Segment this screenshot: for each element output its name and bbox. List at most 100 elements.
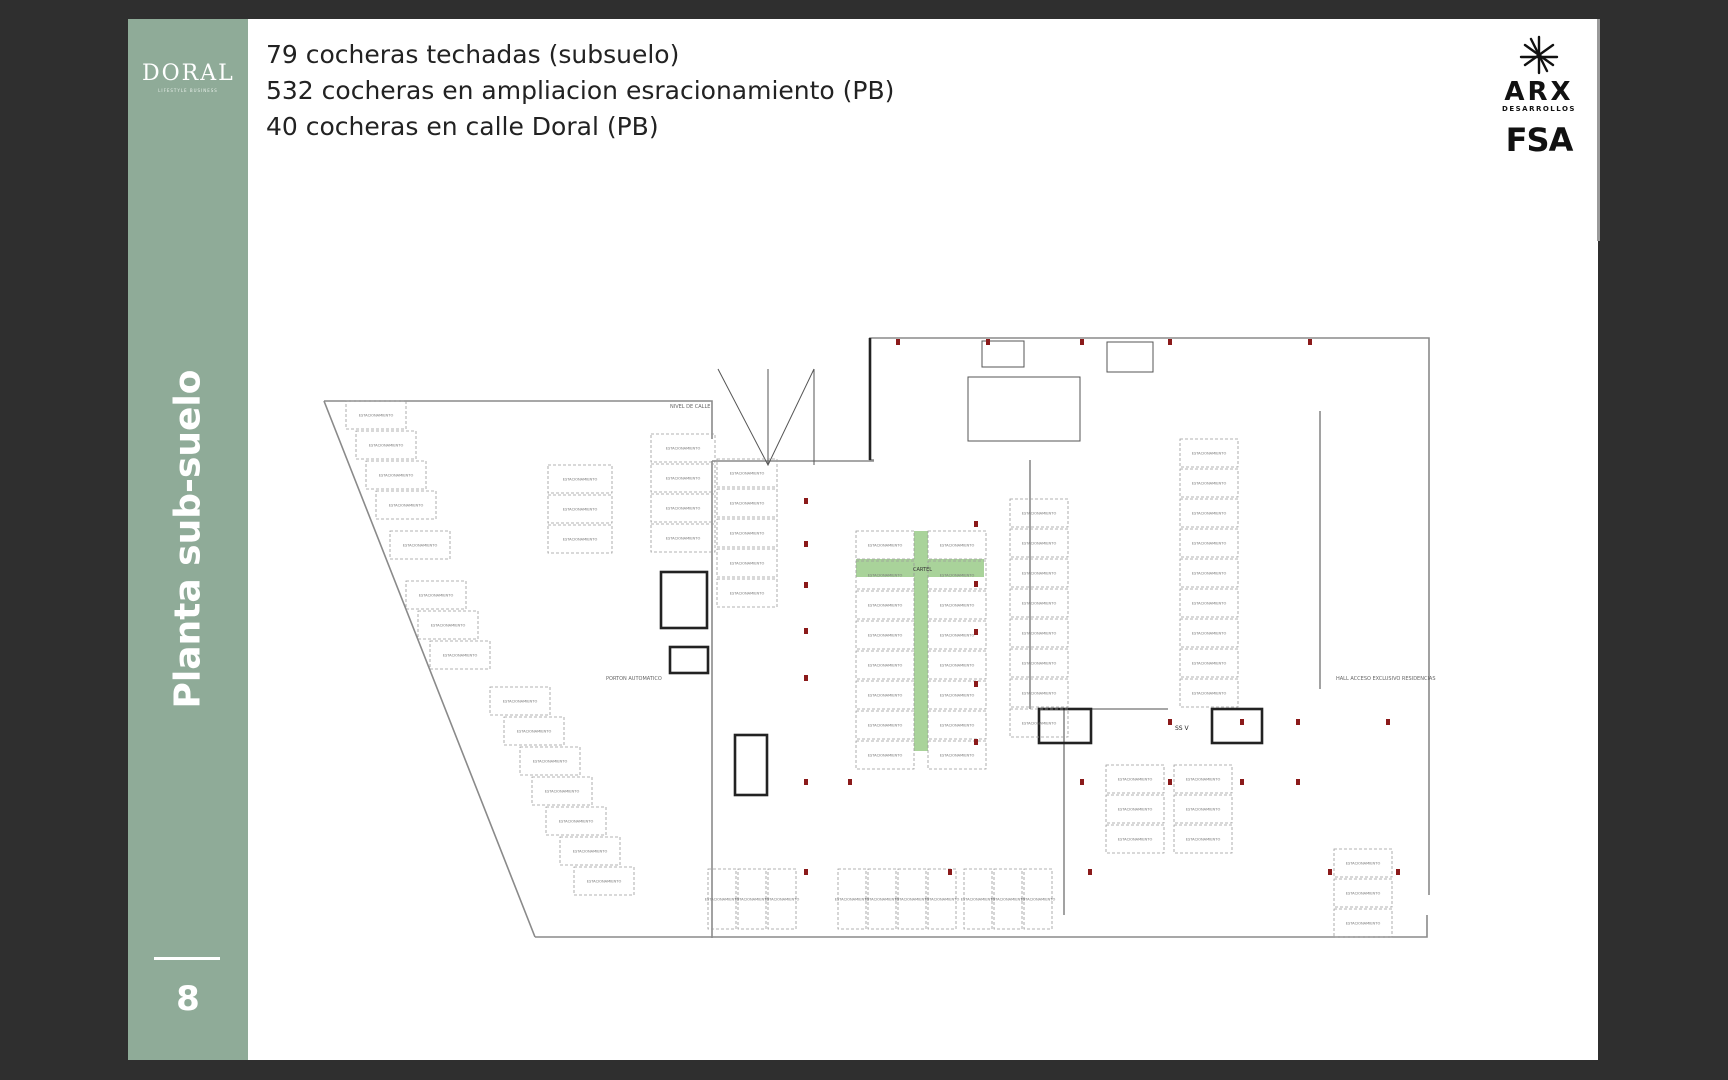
parking-space	[1009, 498, 1069, 528]
parking-space	[559, 836, 621, 866]
parking-spaces: ESTACIONAMIENTOESTACIONAMIENTOESTACIONAM…	[345, 400, 1393, 938]
structural-column	[1080, 339, 1084, 345]
parking-space	[1023, 868, 1053, 930]
parking-space-label: ESTACIONAMIENTO	[940, 574, 975, 578]
parking-space	[855, 710, 915, 740]
parking-space	[365, 460, 427, 490]
parking-space	[650, 463, 716, 493]
parking-space-label: ESTACIONAMIENTO	[961, 898, 996, 902]
structural-column	[1168, 339, 1172, 345]
parking-space-label: ESTACIONAMIENTO	[563, 508, 598, 512]
structural-column	[1328, 869, 1332, 875]
parking-space-label: ESTACIONAMIENTO	[730, 502, 765, 506]
parking-space	[1009, 618, 1069, 648]
parking-space	[1009, 648, 1069, 678]
parking-space	[1009, 558, 1069, 588]
parking-space	[767, 868, 797, 930]
parking-space-label: ESTACIONAMIENTO	[1022, 662, 1057, 666]
parking-space-label: ESTACIONAMIENTO	[835, 898, 870, 902]
plan-outline	[323, 337, 1430, 938]
parking-space	[1179, 558, 1239, 588]
parking-space-label: ESTACIONAMIENTO	[369, 444, 404, 448]
structural-column	[974, 521, 978, 527]
parking-space-label: ESTACIONAMIENTO	[1022, 632, 1057, 636]
structural-column	[1308, 339, 1312, 345]
parking-space	[503, 716, 565, 746]
parking-space	[993, 868, 1023, 930]
parking-space	[1173, 794, 1233, 824]
headline-block: 79 cocheras techadas (subsuelo) 532 coch…	[266, 37, 894, 145]
parking-space	[897, 868, 927, 930]
parking-space	[963, 868, 993, 930]
parking-space-label: ESTACIONAMIENTO	[1022, 602, 1057, 606]
parking-space	[927, 710, 987, 740]
parking-space	[547, 524, 613, 554]
parking-space	[1009, 678, 1069, 708]
parking-space-label: ESTACIONAMIENTO	[730, 562, 765, 566]
parking-space-label: ESTACIONAMIENTO	[940, 604, 975, 608]
structural-column	[848, 779, 852, 785]
parking-space-label: ESTACIONAMIENTO	[868, 544, 903, 548]
parking-space-label: ESTACIONAMIENTO	[991, 898, 1026, 902]
parking-space-label: ESTACIONAMIENTO	[517, 730, 552, 734]
parking-space	[927, 620, 987, 650]
structural-column	[1240, 779, 1244, 785]
parking-space-label: ESTACIONAMIENTO	[1022, 542, 1057, 546]
parking-space	[716, 458, 778, 488]
parking-space-label: ESTACIONAMIENTO	[1192, 692, 1227, 696]
parking-space-label: ESTACIONAMIENTO	[431, 624, 466, 628]
doral-logo-word: DORAL	[142, 61, 235, 86]
structural-column	[1168, 779, 1172, 785]
parking-space	[1009, 528, 1069, 558]
structural-column	[1296, 779, 1300, 785]
green-corridor-horizontal	[856, 559, 984, 577]
parking-space-label: ESTACIONAMIENTO	[666, 447, 701, 451]
parking-space	[867, 868, 897, 930]
structural-column	[1088, 869, 1092, 875]
parking-space-label: ESTACIONAMIENTO	[419, 594, 454, 598]
parking-space-label: ESTACIONAMIENTO	[940, 694, 975, 698]
headline-line: 79 cocheras techadas (subsuelo)	[266, 40, 680, 69]
sidebar-band: DORAL LIFESTYLE BUSINESS Planta sub-suel…	[128, 19, 248, 1060]
parking-space-label: ESTACIONAMIENTO	[868, 694, 903, 698]
structural-column	[1240, 719, 1244, 725]
structural-column	[804, 628, 808, 634]
parking-space-label: ESTACIONAMIENTO	[1118, 778, 1153, 782]
structural-column	[804, 869, 808, 875]
parking-space-label: ESTACIONAMIENTO	[868, 634, 903, 638]
parking-space-label: ESTACIONAMIENTO	[403, 544, 438, 548]
parking-space	[573, 866, 635, 896]
parking-space-label: ESTACIONAMIENTO	[865, 898, 900, 902]
plan-note: CARTEL	[913, 567, 932, 573]
structural-column	[804, 675, 808, 681]
parking-space	[1179, 438, 1239, 468]
parking-space	[716, 518, 778, 548]
parking-space	[405, 580, 467, 610]
parking-space-label: ESTACIONAMIENTO	[573, 850, 608, 854]
parking-space-label: ESTACIONAMIENTO	[563, 538, 598, 542]
parking-space-label: ESTACIONAMIENTO	[559, 820, 594, 824]
parking-space	[1009, 708, 1069, 738]
parking-space	[1179, 588, 1239, 618]
parking-space-label: ESTACIONAMIENTO	[443, 654, 478, 658]
parking-space	[1179, 528, 1239, 558]
parking-space	[375, 490, 437, 520]
scrollbar-thumb[interactable]	[1597, 19, 1600, 241]
parking-space-label: ESTACIONAMIENTO	[563, 478, 598, 482]
parking-space-label: ESTACIONAMIENTO	[1192, 662, 1227, 666]
parking-space-label: ESTACIONAMIENTO	[1186, 778, 1221, 782]
parking-space	[716, 578, 778, 608]
parking-space	[855, 740, 915, 770]
parking-space	[1333, 848, 1393, 878]
parking-space-label: ESTACIONAMIENTO	[1022, 572, 1057, 576]
fsa-logo: FSA	[1505, 121, 1574, 159]
parking-space	[927, 530, 987, 560]
parking-space	[1179, 468, 1239, 498]
structural-column	[974, 629, 978, 635]
structural-column	[974, 581, 978, 587]
parking-space	[345, 400, 407, 430]
parking-space	[1179, 678, 1239, 708]
parking-space-label: ESTACIONAMIENTO	[895, 898, 930, 902]
structural-column	[974, 739, 978, 745]
arx-subtitle: DESARROLLOS	[1502, 105, 1576, 113]
